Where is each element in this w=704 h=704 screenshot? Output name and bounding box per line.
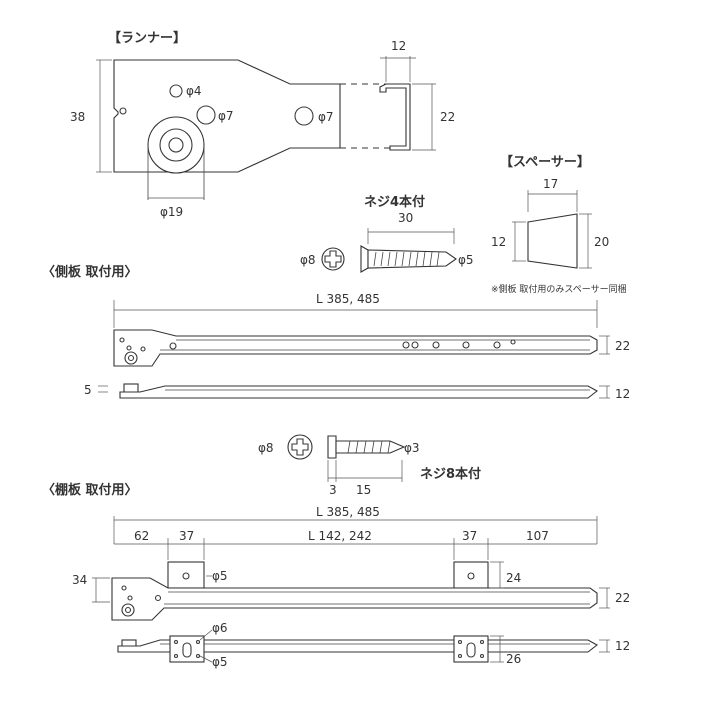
shelf-dim-37-a: 37: [179, 529, 194, 543]
shelf-dim-22: 22: [615, 591, 630, 605]
shelf-rail-bottom: [117, 635, 598, 663]
screw2-dim-3: 3: [329, 483, 337, 497]
screw2-dim-phi8: φ8: [258, 441, 274, 455]
screw1-body: [360, 245, 457, 273]
spacer-section: 【スペーサー】 17 12 20 ※側板 取付用のみスペーサー同梱: [491, 154, 627, 295]
shelf-dim-phi6: φ6: [212, 621, 228, 635]
screw1-dim-phi8: φ8: [300, 253, 316, 267]
spacer-note: ※側板 取付用のみスペーサー同梱: [491, 283, 627, 295]
shelf-dim-62: 62: [134, 529, 149, 543]
screw2-body: [327, 435, 406, 459]
runner-dim-phi19: φ19: [160, 205, 183, 219]
screw2-dim-15: 15: [356, 483, 371, 497]
side-dim-12: 12: [615, 387, 630, 401]
runner-dim-22: 22: [440, 110, 455, 124]
shelf-dim-107: 107: [526, 529, 549, 543]
shelf-dim-12: 12: [615, 639, 630, 653]
screw2-dim-phi3: φ3: [404, 441, 420, 455]
shelf-dim-length: L 385, 485: [316, 505, 380, 519]
runner-dim-12: 12: [391, 39, 406, 53]
runner-heading: 【ランナー】: [108, 30, 186, 46]
runner-hole-phi7-a: [196, 105, 216, 125]
screw1-heading: ネジ4本付: [364, 194, 425, 210]
shelf-dim-phi5-a: φ5: [212, 569, 228, 583]
side-rail-top: [113, 329, 598, 367]
spacer-dim-20: 20: [594, 235, 609, 249]
side-rail-bottom: [119, 383, 598, 399]
side-heading: 〈側板 取付用〉: [42, 264, 138, 280]
runner-dim-phi7-b: φ7: [318, 110, 334, 124]
shelf-rail-top: [111, 561, 598, 621]
screw2-heading: ネジ8本付: [420, 466, 481, 482]
shelf-dim-26: 26: [506, 652, 521, 666]
shelf-section: 〈棚板 取付用〉 L 385, 485 62 37 L 142, 242 37 …: [42, 482, 630, 669]
screw1-section: ネジ4本付 30 φ8 φ5: [300, 194, 474, 273]
runner-dim-phi4: φ4: [186, 84, 202, 98]
screw2-section: φ8 φ3 3 15 ネジ8本付: [258, 434, 481, 497]
side-dim-22: 22: [615, 339, 630, 353]
screw1-dim-phi5: φ5: [458, 253, 474, 267]
shelf-dim-34: 34: [72, 573, 87, 587]
runner-section: 【ランナー】 38 12 22 φ19: [70, 30, 455, 219]
side-section: 〈側板 取付用〉 L 385, 485 22: [42, 264, 630, 401]
side-dim-length: L 385, 485: [316, 292, 380, 306]
screw1-dim-30: 30: [398, 211, 413, 225]
spacer-heading: 【スペーサー】: [500, 154, 590, 170]
spacer-dim-12: 12: [491, 235, 506, 249]
shelf-dim-inner: L 142, 242: [308, 529, 372, 543]
spacer-block: [527, 213, 578, 269]
side-dim-5: 5: [84, 383, 92, 397]
shelf-dim-24: 24: [506, 571, 521, 585]
screw2-head-icon: [287, 434, 313, 460]
runner-dim-phi7-a: φ7: [218, 109, 234, 123]
runner-hole-phi7-b: [294, 106, 314, 126]
screw1-head-icon: [321, 247, 345, 271]
runner-hole-phi4: [169, 84, 183, 98]
shelf-heading: 〈棚板 取付用〉: [42, 482, 138, 498]
spacer-dim-17: 17: [543, 177, 558, 191]
runner-wheel: [147, 116, 205, 200]
shelf-dim-37-b: 37: [462, 529, 477, 543]
shelf-dim-phi5-b: φ5: [212, 655, 228, 669]
runner-dim-38: 38: [70, 110, 85, 124]
runner-channel: [379, 83, 411, 151]
